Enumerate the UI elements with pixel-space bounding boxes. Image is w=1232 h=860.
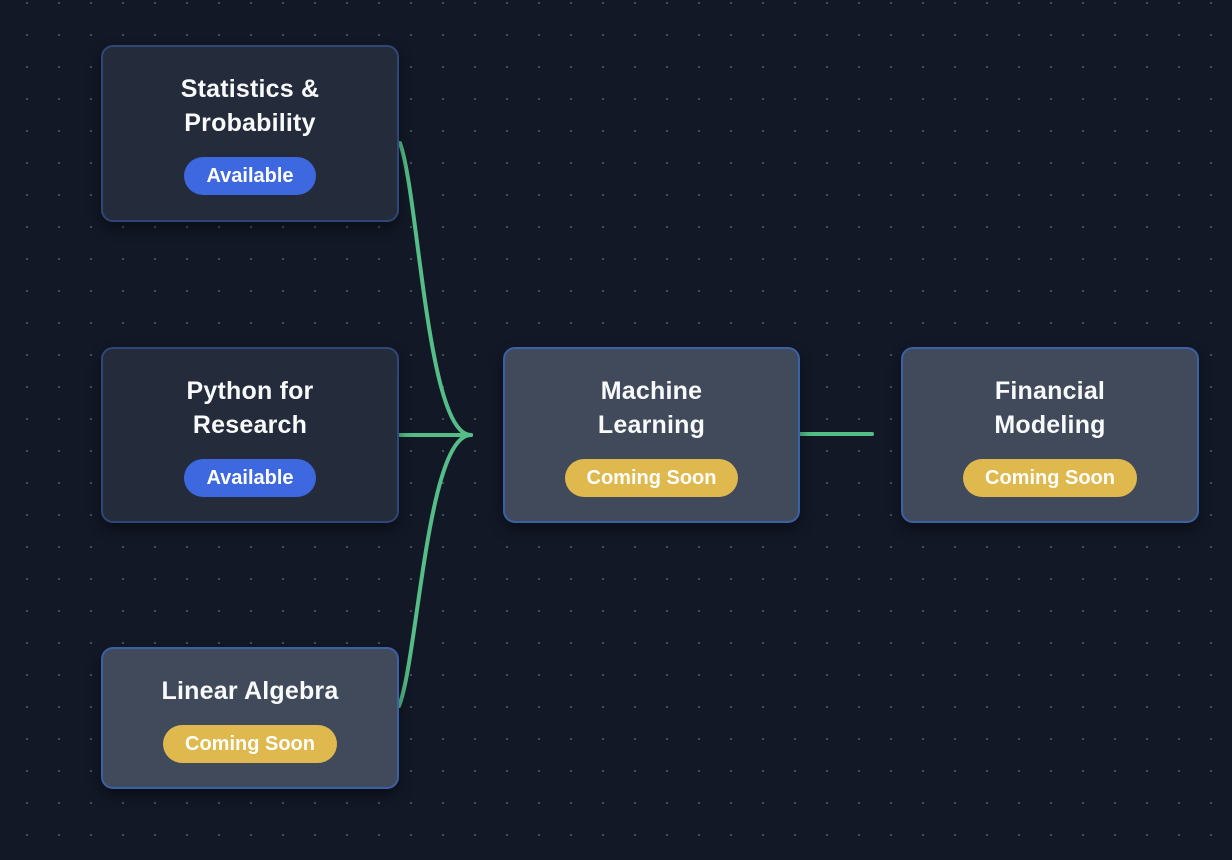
node-statistics-probability[interactable]: Statistics & Probability Available [101, 45, 399, 222]
node-python-for-research[interactable]: Python for Research Available [101, 347, 399, 523]
node-machine-learning[interactable]: Machine Learning Coming Soon [503, 347, 800, 523]
node-title: Python for Research [186, 376, 314, 439]
edge-linear-algebra-to-machine-learning[interactable] [397, 433, 473, 708]
edge-statistics-to-machine-learning[interactable] [398, 141, 473, 437]
node-financial-modeling[interactable]: Financial Modeling Coming Soon [901, 347, 1199, 523]
node-title: Machine Learning [597, 376, 706, 439]
node-title: Financial Modeling [994, 376, 1106, 439]
node-linear-algebra[interactable]: Linear Algebra Coming Soon [101, 647, 399, 789]
status-badge-available: Available [184, 458, 316, 497]
node-title: Statistics & Probability [180, 75, 320, 137]
status-badge-coming-soon: Coming Soon [564, 458, 739, 497]
status-badge-available: Available [184, 157, 316, 195]
status-badge-coming-soon: Coming Soon [963, 458, 1137, 497]
node-title: Linear Algebra [161, 676, 339, 705]
status-badge-coming-soon: Coming Soon [163, 724, 337, 763]
